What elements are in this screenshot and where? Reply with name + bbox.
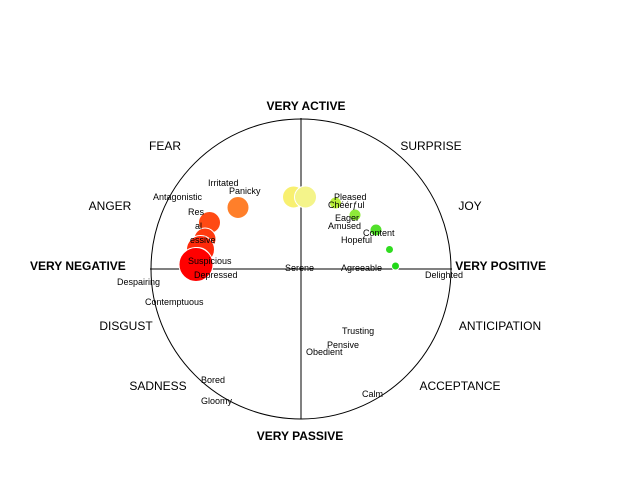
delighted-marker	[391, 261, 400, 271]
word-serene: Serene	[285, 263, 315, 273]
word-eager: Eager	[335, 213, 360, 223]
word-despairing: Despairing	[117, 277, 161, 287]
axis-label-top: VERY ACTIVE	[266, 99, 346, 113]
word-obedient: Obedient	[306, 347, 343, 357]
category-acceptance: ACCEPTANCE	[419, 379, 501, 393]
eager-marker	[348, 208, 362, 222]
marker-layer	[178, 185, 400, 282]
category-disgust: DISGUST	[99, 319, 153, 333]
word-trusting: Trusting	[342, 326, 375, 336]
word-contemptuous: Contemptuous	[145, 297, 204, 307]
word-suspicious: Suspicious	[188, 256, 232, 266]
word-pensive: Pensive	[327, 340, 360, 350]
agreeable-marker	[385, 245, 394, 254]
word-pleased: Pleased	[334, 192, 367, 202]
word-content: Content	[363, 228, 395, 238]
word-hopeful: Hopeful	[341, 235, 373, 245]
axis-label-left: VERY NEGATIVE	[30, 259, 126, 273]
word-depressed: Depressed	[194, 270, 238, 280]
panicky-marker-b	[294, 185, 317, 209]
category-surprise: SURPRISE	[400, 139, 462, 153]
word-irritated: Irritated	[208, 178, 239, 188]
category-anticipation: ANTICIPATION	[458, 319, 542, 333]
word-amused: Amused	[328, 221, 362, 231]
axis-label-bottom: VERY PASSIVE	[256, 429, 344, 443]
content-marker	[369, 223, 383, 237]
axis-label-right: VERY POSITIVE	[455, 259, 546, 273]
despairing-marker	[178, 247, 214, 282]
category-joy: JOY	[458, 199, 482, 213]
category-fear: FEAR	[148, 139, 182, 153]
word-essive: essive	[190, 235, 216, 245]
irritated-marker	[226, 196, 250, 219]
word-cheerful: Chéérƒul	[328, 200, 365, 210]
word-gloomy: Gloomy	[201, 396, 233, 406]
word-delighted: Delighted	[425, 270, 464, 280]
word-agreeable: Agreeable	[341, 263, 383, 273]
word-resentful: Res	[188, 207, 205, 217]
word-antagonistic: Antagonistic	[153, 192, 203, 202]
word-panicky: Panicky	[229, 186, 261, 196]
word-calm: Calm	[362, 389, 384, 399]
category-anger: ANGER	[88, 199, 132, 213]
category-sadness: SADNESS	[129, 379, 187, 393]
word-bored: Bored	[201, 375, 226, 385]
pleased-marker	[329, 196, 342, 210]
word-al: al	[195, 221, 203, 231]
